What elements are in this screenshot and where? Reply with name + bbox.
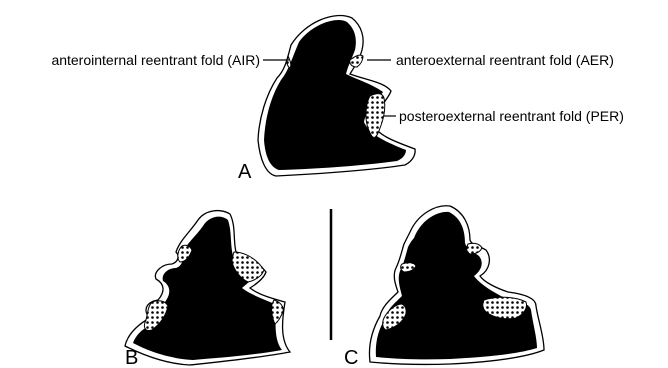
panel-label-c: C — [344, 347, 358, 368]
label-air: anterointernal reentrant fold (AIR) — [51, 52, 260, 68]
panel-label-a: A — [238, 161, 252, 183]
tooth-c — [369, 206, 544, 365]
label-aer: anteroexternal reentrant fold (AER) — [396, 52, 614, 68]
tooth-a — [258, 16, 415, 176]
tooth-b — [125, 211, 290, 365]
label-per: posteroexternal reentrant fold (PER) — [399, 108, 624, 124]
tooth-c-dentine — [376, 212, 537, 359]
tooth-a-per-cement — [366, 94, 385, 138]
panel-label-b: B — [125, 347, 138, 368]
tooth-b-dentine — [133, 217, 282, 360]
